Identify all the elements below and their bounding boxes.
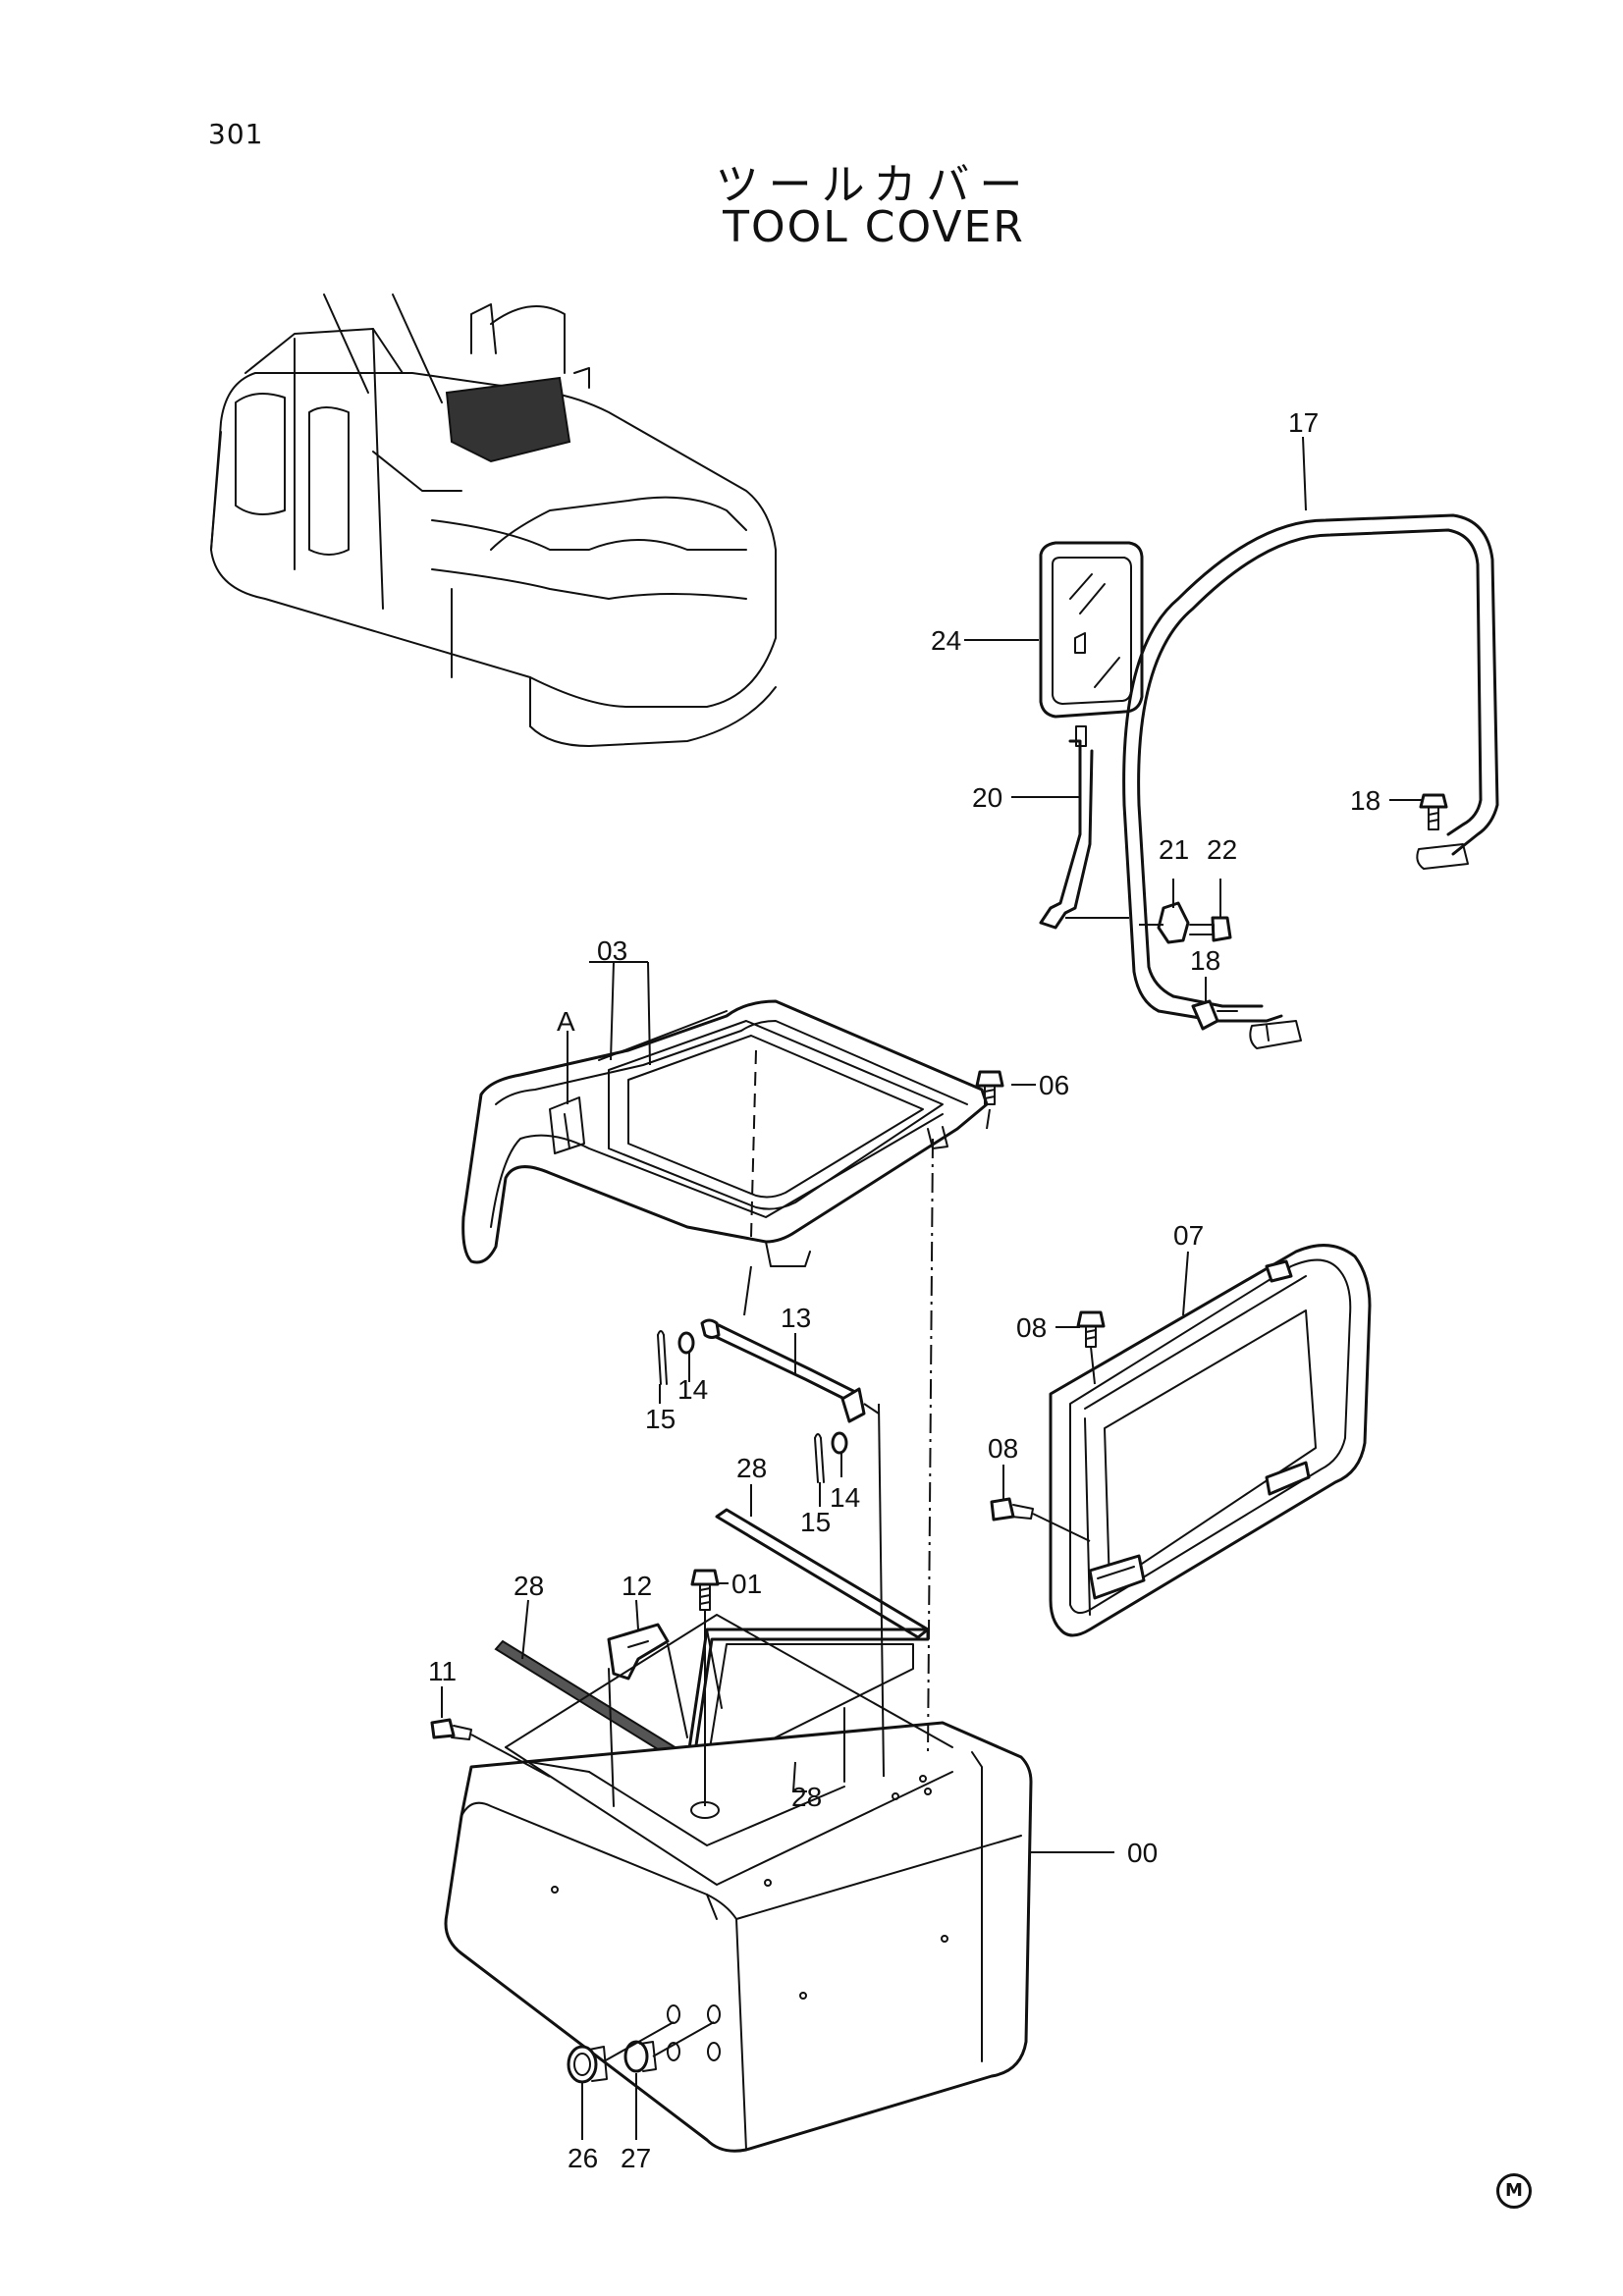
- upper-cover-03: [461, 999, 989, 1267]
- hidden-line-cover-hinge: [750, 1049, 757, 1238]
- catalog-mark-m: M: [1496, 2173, 1532, 2209]
- mirror-24: [1039, 541, 1144, 719]
- bolt-22: [1189, 916, 1232, 942]
- label-part-26: 26: [568, 2143, 598, 2173]
- label-part-01: 01: [731, 1569, 762, 1599]
- bolt-18-upper: [1419, 793, 1448, 830]
- label-view-a: A: [557, 1006, 575, 1037]
- assembly-line-spring-box: [878, 1403, 885, 1778]
- label-part-07: 07: [1173, 1220, 1204, 1251]
- title-japanese: ツールカバー: [715, 160, 1033, 210]
- assembly-line-cover-spring: [743, 1265, 752, 1316]
- label-part-08-lower: 08: [988, 1433, 1018, 1464]
- label-part-20: 20: [972, 782, 1002, 813]
- part-labels: 24 20 17 18 21 22 18 03 A 06 07 08 08 13…: [428, 407, 1380, 2173]
- assembly-line-bolt11: [470, 1734, 551, 1778]
- label-part-28-center: 28: [791, 1782, 822, 1812]
- title-english: TOOL COVER: [723, 202, 1025, 252]
- bolt-11: [430, 1718, 472, 1740]
- label-part-06: 06: [1039, 1070, 1069, 1100]
- label-part-27: 27: [621, 2143, 651, 2173]
- cotter-15-upper: [657, 1330, 668, 1385]
- centerline-bolt-06: [927, 1138, 934, 1758]
- label-part-14-lower: 14: [830, 1482, 860, 1513]
- label-part-18-upper: 18: [1350, 785, 1380, 816]
- excavator-overview-sketch: [210, 294, 777, 747]
- leader-lines: [441, 436, 1424, 2140]
- mirror-stay-17: [1122, 513, 1499, 1049]
- label-part-14-upper: 14: [677, 1374, 708, 1405]
- gas-spring-13: [700, 1318, 866, 1423]
- tool-box-00: [444, 1614, 1033, 2153]
- label-part-12: 12: [622, 1571, 652, 1601]
- label-part-22: 22: [1207, 834, 1237, 865]
- label-part-13: 13: [781, 1303, 811, 1333]
- bolt-01: [690, 1569, 720, 1611]
- label-part-11: 11: [428, 1656, 457, 1686]
- label-part-28-upper: 28: [736, 1453, 767, 1483]
- bracket-12: [607, 1623, 670, 1681]
- label-part-17: 17: [1288, 407, 1319, 438]
- bolt-06: [975, 1070, 1004, 1105]
- label-part-18-lower: 18: [1190, 945, 1220, 976]
- bolt-08-lower: [990, 1497, 1034, 1522]
- plug-26: [567, 2045, 608, 2084]
- pin-14-lower: [831, 1431, 848, 1455]
- label-part-08-upper: 08: [1016, 1312, 1047, 1343]
- cotter-15-lower: [814, 1433, 825, 1483]
- label-part-24: 24: [931, 625, 961, 656]
- assembly-line-spring-end: [863, 1403, 880, 1415]
- label-part-03: 03: [597, 935, 627, 966]
- bracket-21: [1157, 901, 1190, 944]
- bolt-18-lower: [1191, 999, 1238, 1031]
- label-part-15-lower: 15: [800, 1507, 831, 1537]
- label-part-15-upper: 15: [645, 1404, 676, 1434]
- assembly-line-bolt08-up: [1090, 1346, 1096, 1385]
- label-part-00: 00: [1127, 1838, 1158, 1868]
- mirror-arm-20: [1039, 725, 1094, 930]
- label-part-28-left: 28: [514, 1571, 544, 1601]
- assembly-line-bolt06: [986, 1108, 991, 1130]
- assembly-line-plugs: [603, 2021, 715, 2062]
- page-number: 301: [208, 118, 264, 150]
- side-door-07: [1049, 1244, 1372, 1637]
- assembly-line-bolt08: [1032, 1513, 1091, 1542]
- bolt-08-upper: [1076, 1310, 1106, 1348]
- label-part-21: 21: [1159, 834, 1189, 865]
- pin-14-upper: [677, 1331, 695, 1355]
